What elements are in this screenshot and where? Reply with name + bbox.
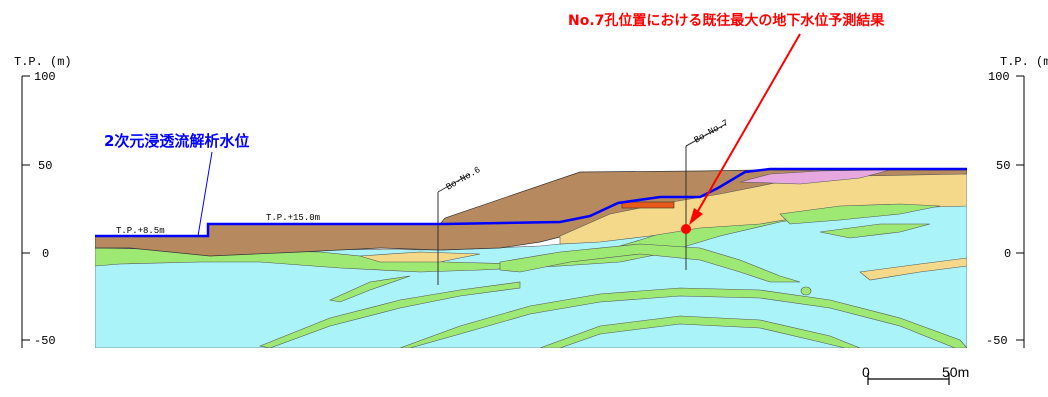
green-blob bbox=[800, 286, 812, 296]
annotation-red-arrow bbox=[693, 33, 801, 219]
red-structure bbox=[621, 201, 675, 209]
left-tick-50: 50 bbox=[38, 159, 52, 173]
left-tick-0: 0 bbox=[42, 247, 49, 261]
green-stripe-5 bbox=[499, 243, 801, 283]
green-stripe-4 bbox=[539, 315, 861, 348]
prediction-point bbox=[681, 224, 691, 234]
sand-lens-2 bbox=[859, 257, 967, 281]
scale-end-label: 50m bbox=[942, 364, 969, 380]
borehole-no7-label: Bo-No.7 bbox=[693, 118, 731, 146]
left-axis-unit: T.P. (m) bbox=[14, 55, 72, 69]
right-tick-50: 50 bbox=[996, 159, 1010, 173]
water-label-mid: T.P.+15.0m bbox=[266, 213, 320, 223]
annotation-blue-leader bbox=[197, 151, 213, 237]
right-tick-minus50: -50 bbox=[986, 334, 1008, 348]
right-tick-100: 100 bbox=[988, 70, 1010, 84]
right-axis-unit: T.P. (m) bbox=[1000, 55, 1048, 69]
borehole-no6-label: Bo-No.6 bbox=[445, 165, 483, 193]
water-level-line bbox=[95, 167, 967, 238]
annotation-blue: 2次元浸透流解析水位 bbox=[104, 132, 249, 150]
scale-bar: 0 50m bbox=[862, 364, 969, 385]
green-stripe-6 bbox=[779, 203, 941, 225]
left-axis: T.P. (m) 100 50 0 -50 bbox=[14, 55, 72, 348]
annotation-red-arrowhead bbox=[689, 208, 703, 225]
annotation-red: No.7孔位置における既往最大の地下水位予測結果 bbox=[568, 12, 885, 29]
left-tick-100: 100 bbox=[34, 70, 56, 84]
right-axis: T.P. (m) 100 50 0 -50 bbox=[986, 55, 1048, 348]
sand-lens-1 bbox=[359, 251, 481, 263]
right-tick-0: 0 bbox=[1004, 247, 1011, 261]
water-label-left: T.P.+8.5m bbox=[116, 226, 165, 236]
left-tick-minus50: -50 bbox=[34, 334, 56, 348]
green-stripe-2 bbox=[329, 275, 411, 303]
scale-start-label: 0 bbox=[862, 364, 870, 380]
green-stripe-1 bbox=[258, 281, 521, 348]
geology-section bbox=[95, 169, 967, 348]
green-stripe-3 bbox=[399, 287, 967, 348]
green-stripe-7 bbox=[819, 223, 931, 239]
